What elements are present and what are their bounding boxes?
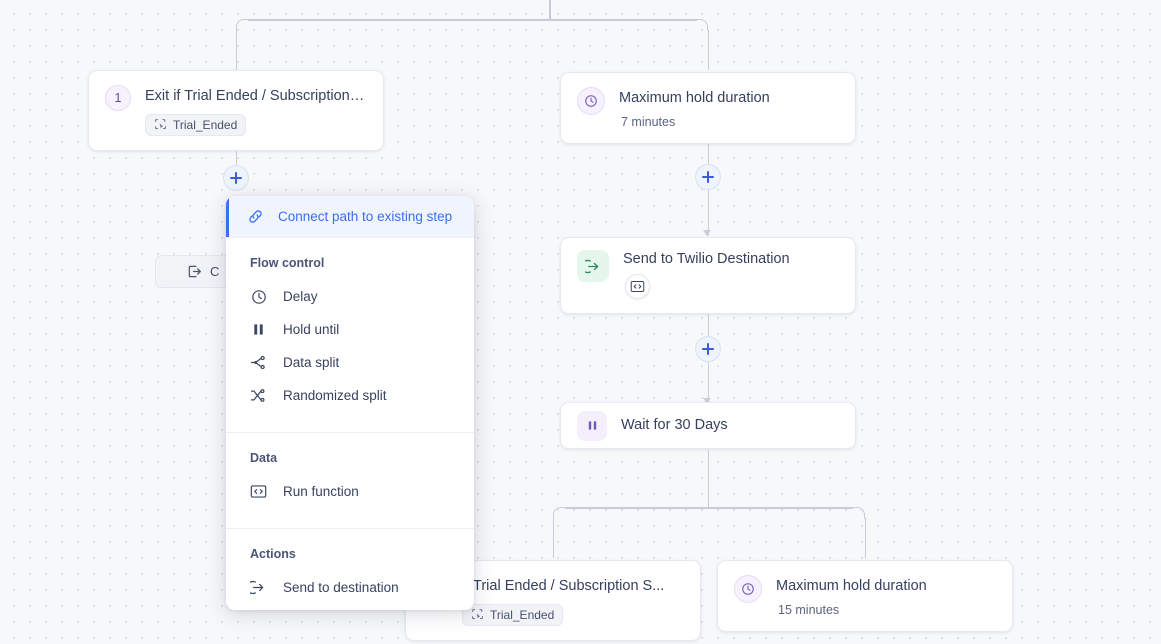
- menu-divider: [226, 432, 474, 433]
- menu-divider: [226, 237, 474, 238]
- chip-label: Trial_Ended: [173, 117, 238, 132]
- edge-down-to-exit-bottom: [552, 518, 554, 558]
- menu-item-label: Data split: [283, 355, 340, 370]
- add-step-menu[interactable]: Connect path to existing step Flow contr…: [226, 196, 474, 610]
- edge-twilio-to-plus2: [707, 314, 709, 337]
- edge-plus-to-twilio: [707, 189, 709, 236]
- edge-down-to-maxhold-node: [707, 30, 709, 70]
- menu-group-label-data: Data: [250, 451, 278, 465]
- menu-item-label: Delay: [283, 289, 318, 304]
- node-chip-trial-ended[interactable]: Trial_Ended: [462, 603, 564, 626]
- clock-icon: [734, 575, 762, 603]
- clock-icon: [250, 288, 267, 305]
- node-title: Maximum hold duration: [776, 579, 927, 594]
- node-maximum-hold-duration-15[interactable]: Maximum hold duration 15 minutes: [717, 560, 1013, 632]
- menu-item-label: Send to destination: [283, 580, 399, 595]
- pause-icon: [250, 321, 267, 338]
- node-title: if Trial Ended / Subscription S...: [462, 579, 665, 594]
- node-exit-if-trial-ended-top[interactable]: 1 Exit if Trial Ended / Subscription S..…: [88, 70, 384, 151]
- edge-corner-top-right: [696, 19, 708, 31]
- link-chain-icon: [247, 208, 264, 225]
- menu-item-label: Randomized split: [283, 388, 387, 403]
- node-chip-trial-ended[interactable]: Trial_Ended: [145, 113, 247, 136]
- node-title: Wait for 30 Days: [621, 417, 728, 433]
- menu-item-label: Connect path to existing step: [278, 209, 453, 224]
- arrow-to-twilio: [703, 230, 711, 236]
- menu-item-label: Hold until: [283, 322, 340, 337]
- edge-top-bar-right: [550, 19, 697, 21]
- pause-icon: [577, 410, 607, 441]
- menu-item-delay[interactable]: Delay: [226, 280, 474, 313]
- node-wait-for-30-days[interactable]: Wait for 30 Days: [560, 402, 856, 449]
- menu-item-data-split[interactable]: Data split: [226, 346, 474, 379]
- node-title: Exit if Trial Ended / Subscription S...: [145, 89, 367, 104]
- exit-icon: [186, 263, 203, 280]
- send-arrow-icon: [250, 579, 267, 596]
- randomized-split-icon: [250, 387, 267, 404]
- edge-wait-to-bottom-branch: [707, 450, 709, 508]
- edge-top-stem: [549, 0, 551, 20]
- edge-corner-bottom-right: [853, 507, 865, 519]
- menu-group-label-actions: Actions: [250, 547, 296, 561]
- edge-plus2-to-wait: [707, 361, 709, 404]
- edge-corner-bottom-left: [553, 507, 565, 519]
- selection-cursor-icon: [154, 118, 167, 131]
- menu-item-hold-until[interactable]: Hold until: [226, 313, 474, 346]
- send-arrow-icon: [577, 250, 609, 282]
- node-subtitle: 15 minutes: [778, 602, 840, 617]
- node-maximum-hold-duration-7[interactable]: Maximum hold duration 7 minutes: [560, 72, 856, 144]
- edge-top-bar-left: [248, 19, 550, 21]
- menu-divider: [226, 528, 474, 529]
- menu-item-connect-path[interactable]: Connect path to existing step: [226, 196, 474, 237]
- menu-group-label-flow-control: Flow control: [250, 256, 325, 270]
- edge-bottom-bar-left: [565, 507, 708, 509]
- node-send-to-twilio-destination[interactable]: Send to Twilio Destination: [560, 237, 856, 314]
- add-step-button-right-top[interactable]: [695, 164, 721, 190]
- code-icon[interactable]: [625, 273, 650, 299]
- edge-down-to-maxhold-bottom: [864, 518, 866, 558]
- edge-maxhold-to-plus: [707, 143, 709, 165]
- menu-item-randomized-split[interactable]: Randomized split: [226, 379, 474, 412]
- menu-item-run-function[interactable]: Run function: [226, 475, 474, 508]
- node-subtitle: 7 minutes: [621, 114, 676, 129]
- menu-item-send-to-destination[interactable]: Send to destination: [226, 571, 474, 604]
- edge-down-to-exit-node: [235, 30, 237, 70]
- data-split-icon: [250, 354, 267, 371]
- add-step-button-right-bottom[interactable]: [695, 336, 721, 362]
- selection-cursor-icon: [471, 608, 484, 621]
- edge-bottom-bar-right: [708, 507, 853, 509]
- menu-item-label: Run function: [283, 484, 359, 499]
- add-step-button-left[interactable]: [223, 165, 249, 191]
- node-title: Maximum hold duration: [619, 91, 770, 106]
- edge-exit-to-plus: [235, 145, 237, 165]
- ghost-chip-label: C: [210, 264, 220, 279]
- clock-icon: [577, 87, 605, 115]
- step-number-badge: 1: [105, 85, 131, 111]
- node-title: Send to Twilio Destination: [623, 252, 790, 267]
- chip-label: Trial_Ended: [490, 607, 555, 622]
- edge-corner-top-left: [236, 19, 248, 31]
- code-window-icon: [250, 483, 267, 500]
- arrow-to-wait: [703, 398, 711, 404]
